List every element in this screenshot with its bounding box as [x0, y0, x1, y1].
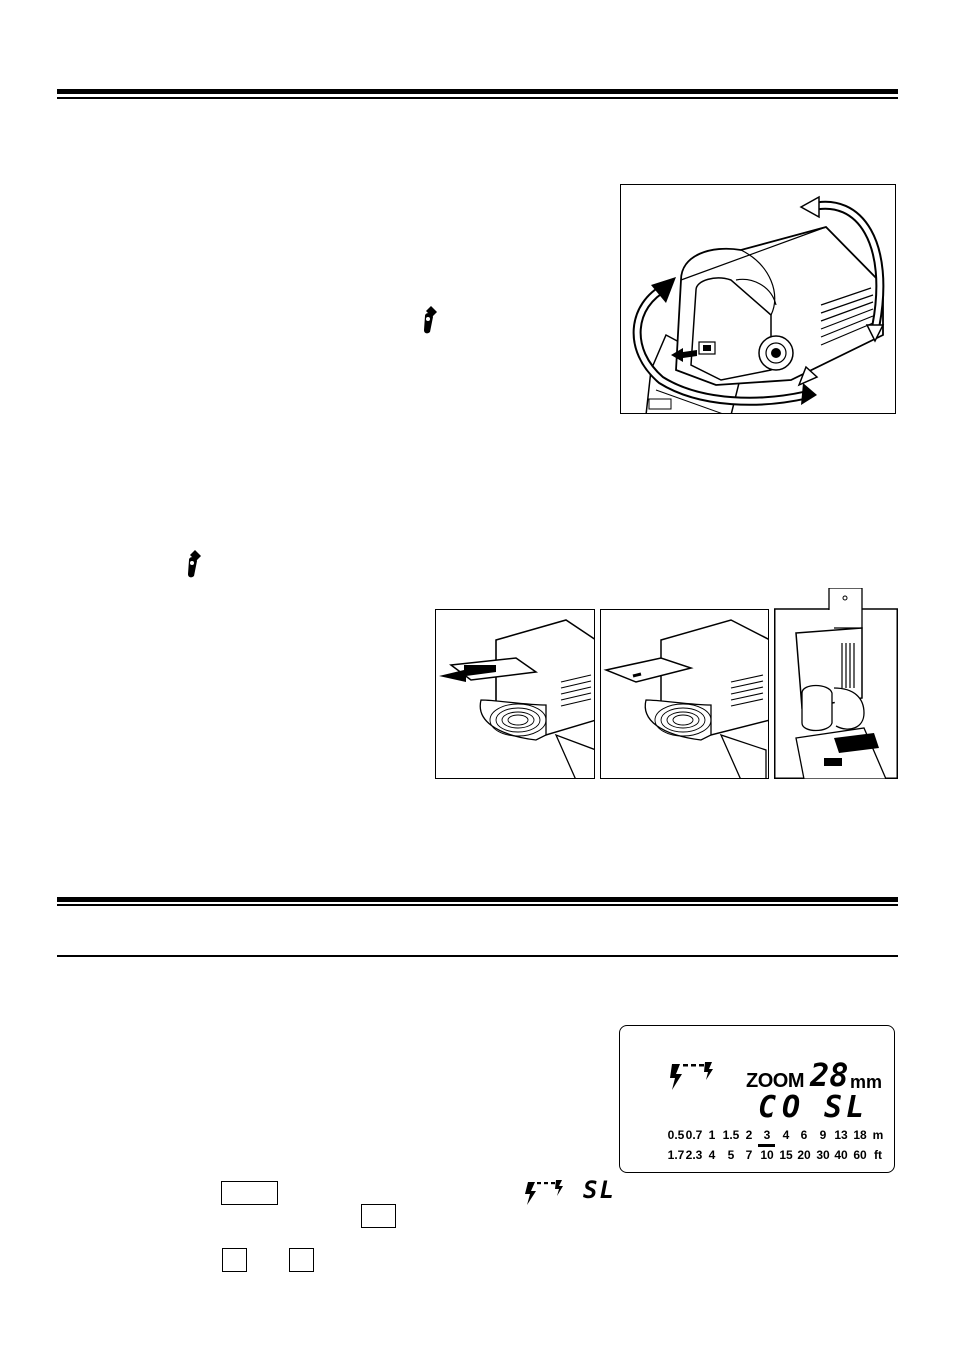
feet-scale-value: 10	[760, 1148, 774, 1162]
multi-flash-icon	[670, 1062, 713, 1090]
feet-scale-value: 5	[727, 1148, 735, 1162]
wide-panel-pull-figure	[435, 609, 595, 779]
zoom-label: ZOOM	[746, 1070, 805, 1092]
zoom-value: 28	[810, 1056, 849, 1094]
mode-code-symbol: SL	[583, 1176, 616, 1204]
up-button-box	[289, 1248, 314, 1272]
meter-scale-value: 9	[819, 1128, 827, 1142]
wide-panel-position-figure	[600, 609, 769, 779]
meter-scale-value: 3	[763, 1128, 771, 1142]
meter-scale-value: 1.5	[722, 1128, 740, 1142]
flash-head-illustration	[632, 195, 885, 413]
multi-flash-icon	[525, 1180, 563, 1205]
zoom-unit: mm	[850, 1072, 883, 1092]
down-button-box	[222, 1248, 247, 1272]
feet-scale-value: 2.3	[685, 1148, 703, 1162]
select-button-box	[361, 1204, 396, 1228]
feet-scale-value: 15	[779, 1148, 793, 1162]
mode-left-display: CO	[758, 1090, 807, 1125]
flash-head-rotation-figure	[620, 184, 896, 414]
section-rule-thick	[57, 897, 898, 902]
meter-scale-value: 2	[745, 1128, 753, 1142]
feet-scale-value: 7	[745, 1148, 753, 1162]
pen-icon	[186, 548, 202, 578]
meter-scale-value: 1	[708, 1128, 716, 1142]
meter-scale-value: 4	[782, 1128, 790, 1142]
mode-button-box	[221, 1181, 278, 1205]
meter-scale-value: 0.5	[667, 1128, 685, 1142]
meter-scale-value: 18	[853, 1128, 867, 1142]
feet-scale-value: 4	[708, 1148, 716, 1162]
distance-indicator-bar	[758, 1144, 775, 1147]
section-rule-thin	[57, 904, 898, 906]
bounce-card-figure	[774, 587, 898, 780]
feet-scale-value: 20	[797, 1148, 811, 1162]
meter-scale-unit: m	[872, 1128, 884, 1142]
feet-scale-value: 1.7	[667, 1148, 685, 1162]
feet-scale-unit: ft	[874, 1148, 882, 1162]
header-rule-thin	[57, 97, 898, 99]
feet-scale-value: 60	[853, 1148, 867, 1162]
meter-scale-value: 13	[834, 1128, 848, 1142]
feet-scale-value: 40	[834, 1148, 848, 1162]
header-rule-thick	[57, 89, 898, 94]
meter-scale-value: 6	[800, 1128, 808, 1142]
meter-scale-value: 0.7	[685, 1128, 703, 1142]
mode-right-display: SL	[824, 1090, 869, 1125]
feet-scale-value: 30	[816, 1148, 830, 1162]
pen-icon	[422, 304, 438, 334]
section-rule-bottom	[57, 955, 898, 957]
